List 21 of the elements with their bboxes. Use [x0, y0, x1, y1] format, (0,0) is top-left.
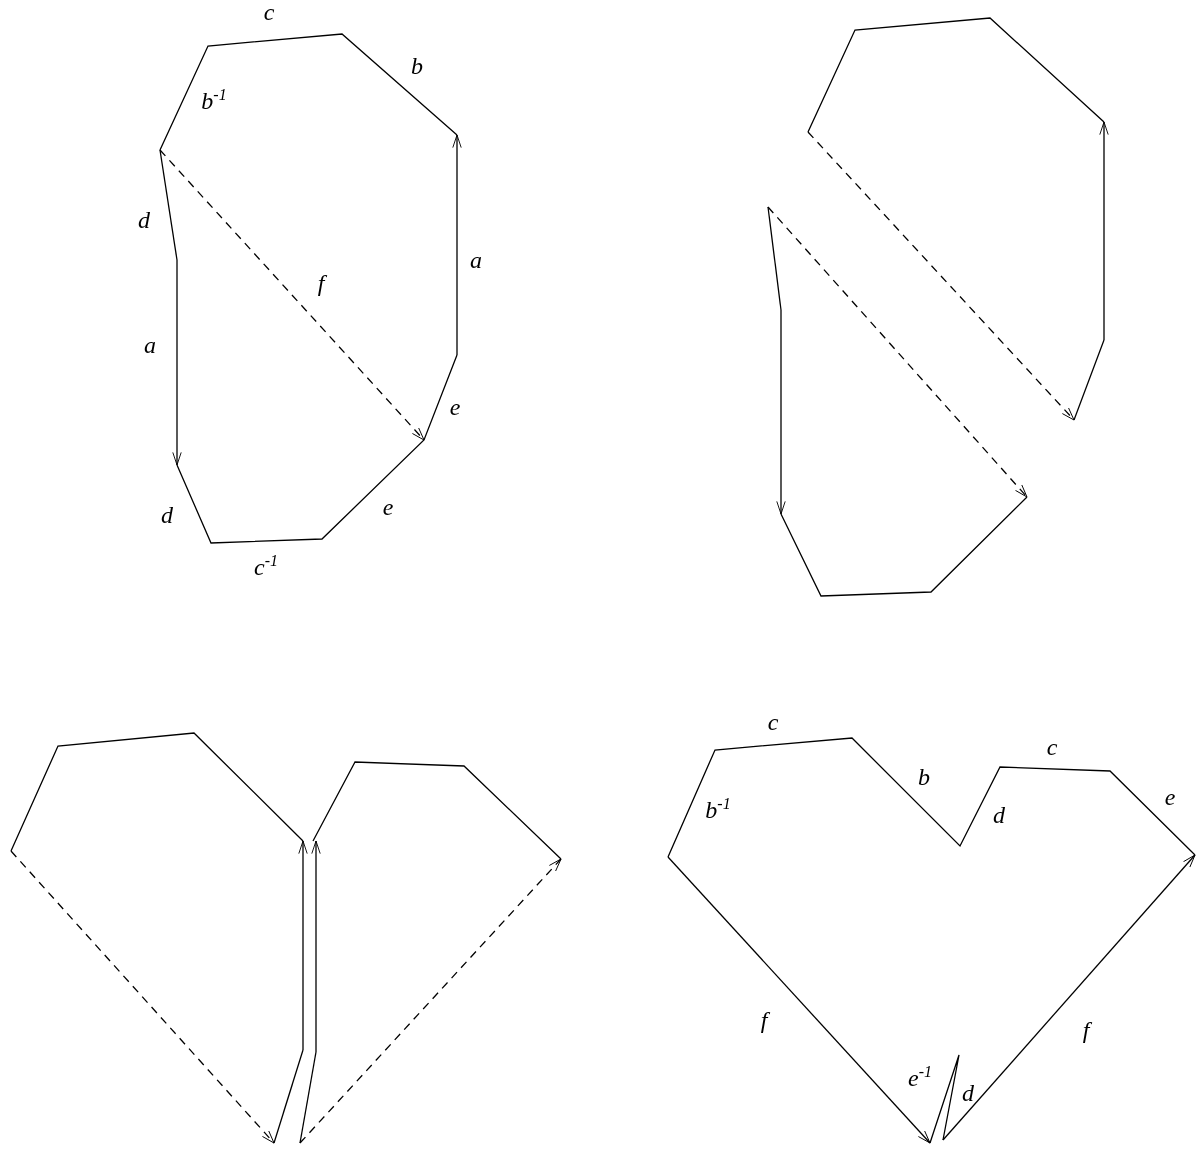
side-letter: b$^{-1}$ [705, 796, 731, 822]
side-letter: d [993, 803, 1005, 827]
side-letter: f [760, 1008, 768, 1032]
side-letter: c [263, 0, 275, 24]
side-letter: b [411, 54, 423, 78]
side-letter: d [161, 503, 173, 527]
side-letter: a [144, 333, 156, 357]
side-letter: b$^{-1}$ [201, 87, 227, 113]
side-letter: c$^{-1}$ [254, 553, 278, 579]
side-letter: e [449, 395, 461, 419]
side-letter: e [1164, 785, 1176, 809]
side-letter: f [317, 271, 325, 295]
side-letter: a [470, 248, 482, 272]
side-letter: e [382, 495, 394, 519]
side-letter: f [1082, 1018, 1090, 1042]
side-letter: c [767, 710, 779, 734]
side-letter: c [1046, 735, 1058, 759]
side-letter: b [918, 765, 930, 789]
side-letter: d [962, 1081, 974, 1105]
side-letter: e$^{-1}$ [908, 1064, 932, 1090]
side-letter: d [138, 208, 150, 232]
